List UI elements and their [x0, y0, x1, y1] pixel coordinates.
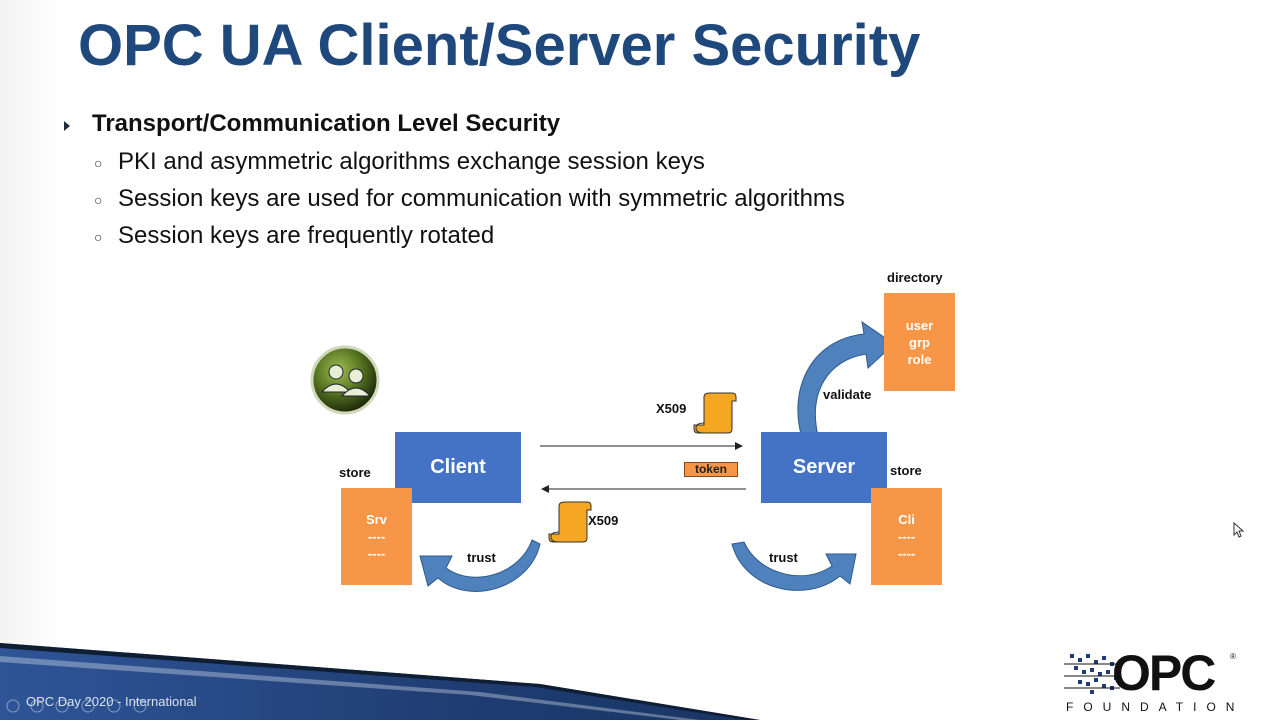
directory-label: directory	[887, 270, 943, 285]
circle-bullet-icon: ○	[94, 192, 103, 208]
circle-bullet-icon: ○	[94, 229, 103, 245]
x509-bottom-label: X509	[588, 513, 619, 528]
bullet-main-text: Transport/Communication Level Security	[92, 110, 561, 137]
validate-arrow	[797, 320, 895, 439]
trust-right-label: trust	[769, 550, 798, 565]
logo-foundation-text: FOUNDATION	[1066, 700, 1245, 714]
store-line: ----	[897, 546, 916, 561]
mouse-cursor-icon	[1233, 522, 1245, 538]
directory-line: user	[905, 317, 934, 333]
store-line: ----	[367, 529, 386, 544]
directory-line: role	[907, 351, 932, 367]
footer-text: OPC Day 2020 - International	[26, 694, 197, 709]
store-line: Srv	[366, 512, 387, 527]
store-line: ----	[367, 546, 386, 561]
directory-line: grp	[909, 334, 930, 350]
store-line: ----	[897, 529, 916, 544]
trust-left-label: trust	[467, 550, 496, 565]
users-icon	[310, 345, 380, 415]
server-store-label: store	[890, 463, 922, 478]
logo-dots-icon	[1064, 654, 1120, 694]
server-box: Server	[761, 432, 887, 503]
footer-band	[0, 643, 760, 720]
certificate-scroll-icon	[548, 501, 592, 543]
certificate-scroll-icon	[693, 392, 737, 434]
client-store-box: Srv ---- ----	[341, 488, 412, 585]
circle-bullet-icon: ○	[94, 155, 103, 171]
trust-left-arrow	[419, 539, 541, 592]
sub-bullet-text: Session keys are used for communication …	[118, 185, 845, 212]
slide-title: OPC UA Client/Server Security	[78, 13, 921, 78]
slide-nav-icons[interactable]	[6, 699, 147, 713]
sub-bullet-text: Session keys are frequently rotated	[118, 222, 495, 249]
server-store-box: Cli ---- ----	[871, 488, 942, 585]
logo-opc-text: OPC	[1112, 645, 1216, 701]
client-store-label: store	[339, 465, 371, 480]
token-badge: token	[684, 462, 738, 477]
validate-label: validate	[823, 387, 872, 402]
client-box: Client	[395, 432, 521, 503]
trust-right-arrow	[731, 541, 857, 591]
sub-bullet-text: PKI and asymmetric algorithms exchange s…	[118, 148, 705, 175]
directory-box: user grp role	[884, 293, 955, 391]
logo-registered: ®	[1230, 652, 1236, 661]
opc-foundation-logo: OPC ® FOUNDATION	[1064, 645, 1245, 718]
x509-top-label: X509	[656, 401, 687, 416]
store-line: Cli	[898, 512, 915, 527]
triangle-bullet-icon	[64, 121, 70, 131]
